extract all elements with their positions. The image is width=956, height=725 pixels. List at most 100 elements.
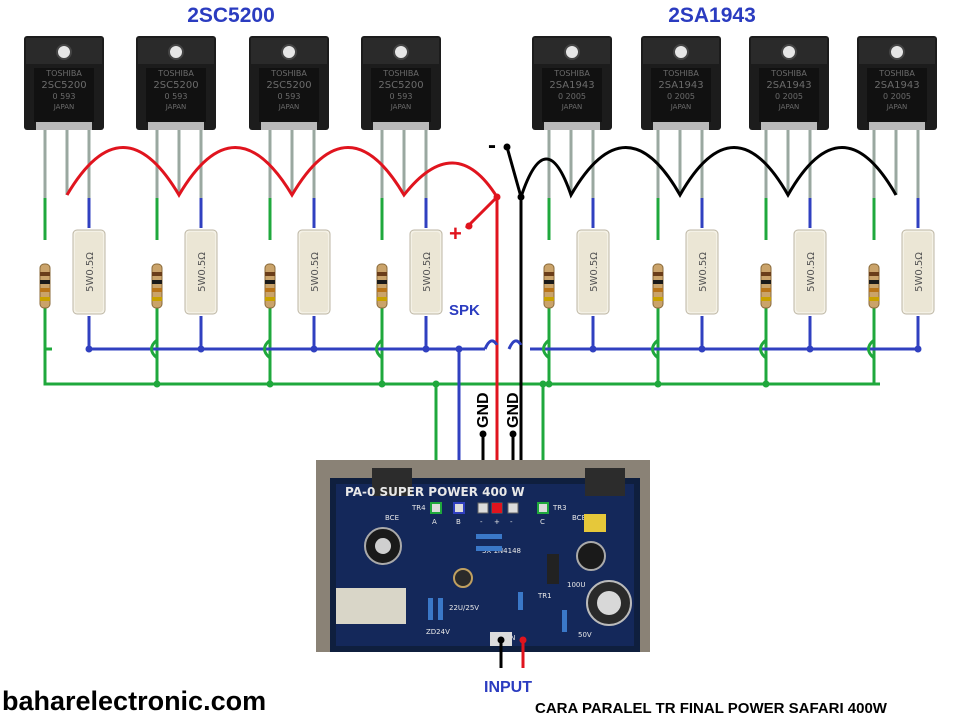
wire-crossing [483, 339, 523, 350]
emitter-resistor: 5W0.5Ω [184, 229, 218, 315]
speaker-label: SPK [449, 302, 480, 319]
base-resistor [868, 263, 880, 309]
base-resistor [652, 263, 664, 309]
pnp-transistor: TOSHIBA 2SA1943 0 2005 JAPAN [640, 35, 722, 131]
emitter-junctions [85, 345, 922, 353]
svg-text:JAPAN: JAPAN [778, 103, 800, 111]
svg-text:0 2005: 0 2005 [775, 92, 803, 101]
svg-text:TOSHIBA: TOSHIBA [270, 69, 307, 78]
positive-rail-wire [65, 146, 499, 345]
svg-text:2SA1943: 2SA1943 [549, 80, 594, 91]
base-resistor [543, 263, 555, 309]
positive-terminal-label: + [449, 221, 462, 246]
svg-text:TOSHIBA: TOSHIBA [553, 69, 590, 78]
ground-label-right: GND [505, 392, 522, 428]
svg-text:JAPAN: JAPAN [670, 103, 692, 111]
svg-text:ZD24V: ZD24V [426, 628, 450, 636]
emitter-resistor: 5W0.5Ω [72, 229, 106, 315]
svg-text:0 2005: 0 2005 [558, 92, 586, 101]
npn-transistor: TOSHIBA 2SC5200 0 593 JAPAN [248, 35, 330, 131]
svg-text:2SA1943: 2SA1943 [766, 80, 811, 91]
pnp-group-label: 2SA1943 [668, 4, 756, 27]
svg-text:TR3: TR3 [552, 504, 567, 512]
svg-text:+: + [494, 518, 500, 526]
junction-dot [519, 636, 527, 644]
svg-text:5W0.5Ω: 5W0.5Ω [197, 252, 208, 292]
svg-text:2SC5200: 2SC5200 [153, 80, 198, 91]
svg-text:0 593: 0 593 [53, 92, 76, 101]
npn-transistor: TOSHIBA 2SC5200 0 593 JAPAN [360, 35, 442, 131]
base-resistor [376, 263, 388, 309]
junction-dot [503, 143, 511, 151]
svg-text:C: C [540, 518, 545, 526]
svg-text:-: - [510, 518, 513, 526]
emitter-resistor: 5W0.5Ω [409, 229, 443, 315]
svg-text:0 2005: 0 2005 [883, 92, 911, 101]
base-resistor [151, 263, 163, 309]
website-credit: baharelectronic.com [2, 686, 267, 716]
junction-dot [479, 430, 487, 438]
base-wiring [43, 198, 880, 510]
pnp-transistor: TOSHIBA 2SA1943 0 2005 JAPAN [748, 35, 830, 131]
svg-text:2SC5200: 2SC5200 [266, 80, 311, 91]
svg-text:2SA1943: 2SA1943 [658, 80, 703, 91]
svg-text:JAPAN: JAPAN [561, 103, 583, 111]
svg-text:BCE: BCE [385, 514, 399, 522]
svg-text:5W0.5Ω: 5W0.5Ω [422, 252, 433, 292]
junction-dot [497, 636, 505, 644]
npn-transistor: TOSHIBA 2SC5200 0 593 JAPAN [135, 35, 217, 131]
svg-text:5W0.5Ω: 5W0.5Ω [589, 252, 600, 292]
svg-text:5W0.5Ω: 5W0.5Ω [85, 252, 96, 292]
svg-text:TOSHIBA: TOSHIBA [878, 69, 915, 78]
amplifier-board: PA-0 SUPER POWER 400 W A B - + - C TR4 T… [316, 460, 650, 652]
junction-dot [517, 193, 525, 201]
svg-text:JAPAN: JAPAN [165, 103, 187, 111]
emitter-resistor: 5W0.5Ω [297, 229, 331, 315]
negative-rail-wire [505, 146, 898, 345]
base-crossing-arcs [45, 338, 876, 360]
svg-text:22U/25V: 22U/25V [449, 604, 479, 612]
svg-text:0 2005: 0 2005 [667, 92, 695, 101]
pnp-transistor: TOSHIBA 2SA1943 0 2005 JAPAN [856, 35, 938, 131]
junction-dot [493, 193, 501, 201]
svg-text:0 593: 0 593 [165, 92, 188, 101]
ground-label-left: GND [475, 392, 492, 428]
svg-text:2SC5200: 2SC5200 [378, 80, 423, 91]
base-resistor [264, 263, 276, 309]
svg-text:50V: 50V [578, 631, 592, 639]
npn-group-label: 2SC5200 [187, 4, 275, 27]
emitter-resistor: 5W0.5Ω [901, 229, 935, 315]
base-resistor [760, 263, 772, 309]
svg-text:TOSHIBA: TOSHIBA [770, 69, 807, 78]
svg-text:JAPAN: JAPAN [278, 103, 300, 111]
svg-text:5W0.5Ω: 5W0.5Ω [914, 252, 925, 292]
svg-text:5W0.5Ω: 5W0.5Ω [698, 252, 709, 292]
svg-text:A: A [432, 518, 437, 526]
diagram-caption: CARA PARALEL TR FINAL POWER SAFARI 400W [535, 700, 887, 717]
svg-text:B: B [456, 518, 461, 526]
input-label: INPUT [484, 679, 532, 696]
svg-text:-: - [480, 518, 483, 526]
svg-text:PA-0 SUPER POWER 400 W: PA-0 SUPER POWER 400 W [345, 485, 525, 499]
svg-text:TR4: TR4 [411, 504, 426, 512]
svg-text:TOSHIBA: TOSHIBA [662, 69, 699, 78]
svg-text:5W0.5Ω: 5W0.5Ω [310, 252, 321, 292]
junction-dot [465, 222, 473, 230]
npn-transistor: TOSHIBA 2SC5200 0 593 JAPAN [23, 35, 105, 131]
svg-text:TOSHIBA: TOSHIBA [157, 69, 194, 78]
svg-text:JAPAN: JAPAN [886, 103, 908, 111]
svg-text:0 593: 0 593 [278, 92, 301, 101]
svg-text:100U: 100U [567, 581, 585, 589]
emitter-resistor: 5W0.5Ω [685, 229, 719, 315]
negative-terminal-label: - [488, 132, 496, 159]
base-resistor [39, 263, 51, 309]
svg-text:TOSHIBA: TOSHIBA [45, 69, 82, 78]
svg-text:0 593: 0 593 [390, 92, 413, 101]
emitter-resistor: 5W0.5Ω [793, 229, 827, 315]
svg-text:TOSHIBA: TOSHIBA [382, 69, 419, 78]
pnp-transistor: TOSHIBA 2SA1943 0 2005 JAPAN [531, 35, 613, 131]
svg-text:5W0.5Ω: 5W0.5Ω [806, 252, 817, 292]
svg-text:TR1: TR1 [537, 592, 552, 600]
svg-text:2SA1943: 2SA1943 [874, 80, 919, 91]
